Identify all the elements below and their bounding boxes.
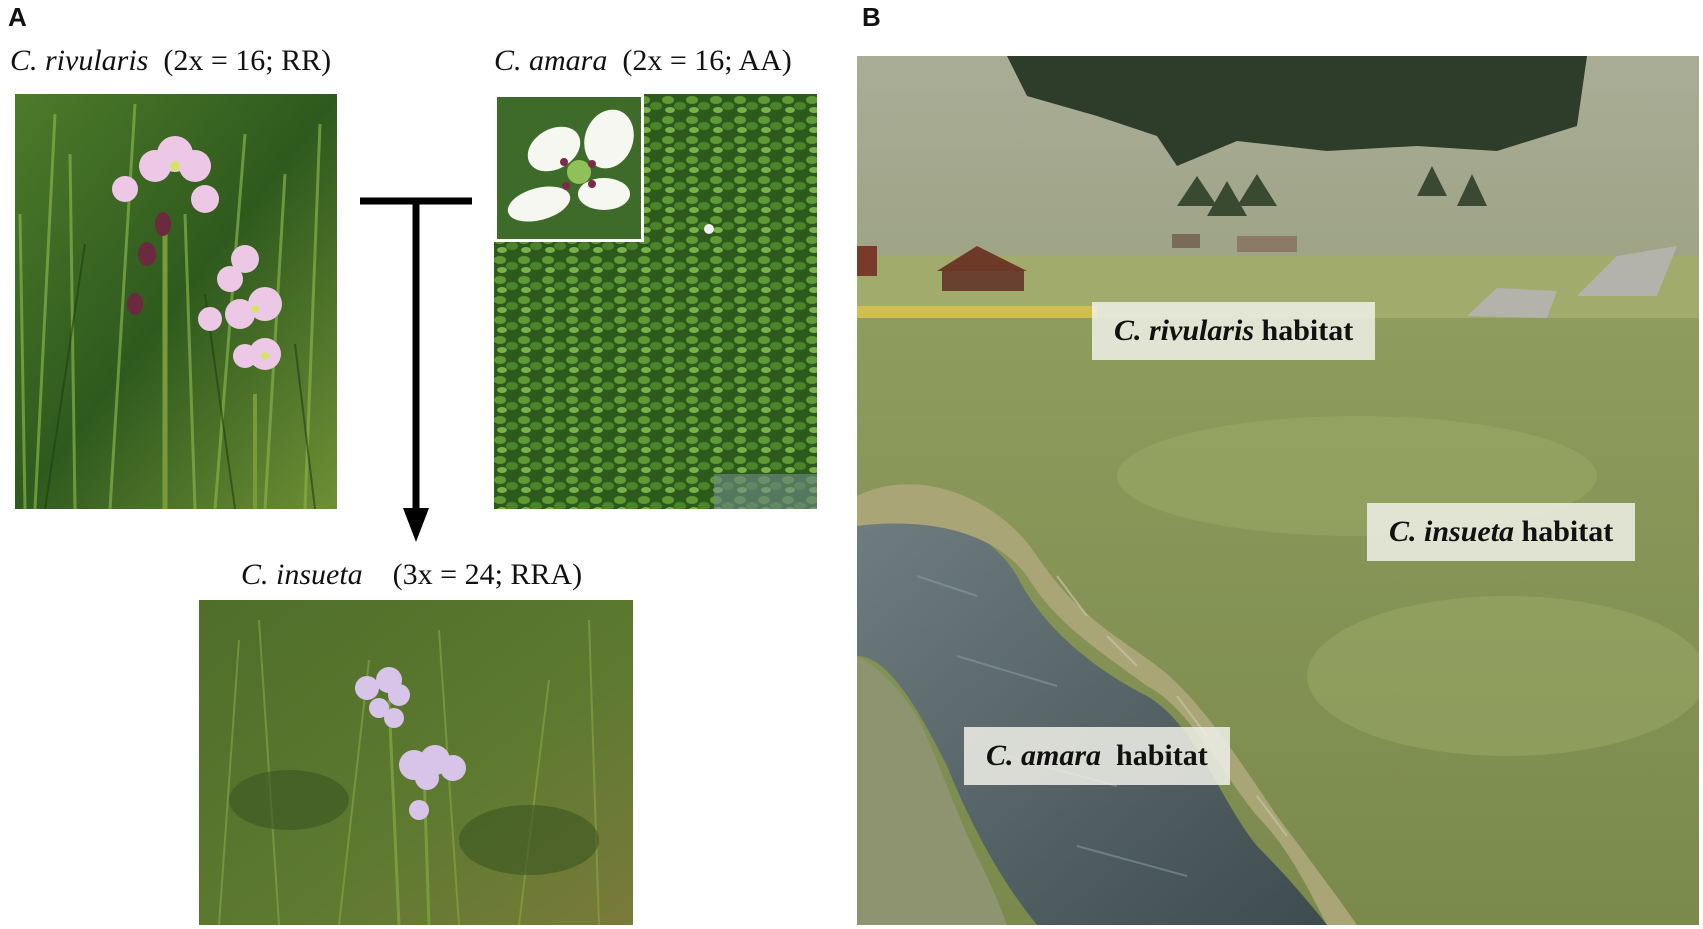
amara-habitat-species: C. amara bbox=[986, 739, 1102, 772]
amara-caption: C. amara (2x = 16; AA) bbox=[494, 46, 792, 76]
insueta-photo bbox=[199, 600, 633, 925]
habitat-landscape-photo: C. rivularis habitat C. insueta habitat … bbox=[857, 56, 1699, 925]
rivularis-photo bbox=[15, 94, 337, 509]
insueta-habitat-word: habitat bbox=[1521, 515, 1614, 548]
panel-b-letter: B bbox=[862, 2, 881, 32]
amara-photo bbox=[494, 94, 817, 509]
rivularis-habitat-word: habitat bbox=[1261, 314, 1354, 347]
insueta-caption: C. insueta (3x = 24; RRA) bbox=[241, 560, 582, 590]
rivularis-species: C. rivularis bbox=[10, 44, 149, 77]
amara-ploidy: (2x = 16; AA) bbox=[622, 44, 792, 77]
rivularis-habitat-label: C. rivularis habitat bbox=[1092, 302, 1376, 360]
insueta-habitat-species: C. insueta bbox=[1389, 515, 1515, 548]
hybridization-arrow bbox=[360, 197, 472, 542]
insueta-species: C. insueta bbox=[241, 558, 363, 591]
rivularis-caption: C. rivularis (2x = 16; RR) bbox=[10, 46, 331, 76]
panel-a-letter: A bbox=[8, 2, 27, 32]
amara-habitat-label: C. amara habitat bbox=[964, 727, 1230, 785]
insueta-ploidy: (3x = 24; RRA) bbox=[392, 558, 583, 591]
rivularis-ploidy: (2x = 16; RR) bbox=[163, 44, 332, 77]
insueta-habitat-label: C. insueta habitat bbox=[1367, 503, 1636, 561]
rivularis-habitat-species: C. rivularis bbox=[1114, 314, 1255, 347]
amara-species: C. amara bbox=[494, 44, 608, 77]
amara-habitat-word: habitat bbox=[1116, 739, 1208, 772]
